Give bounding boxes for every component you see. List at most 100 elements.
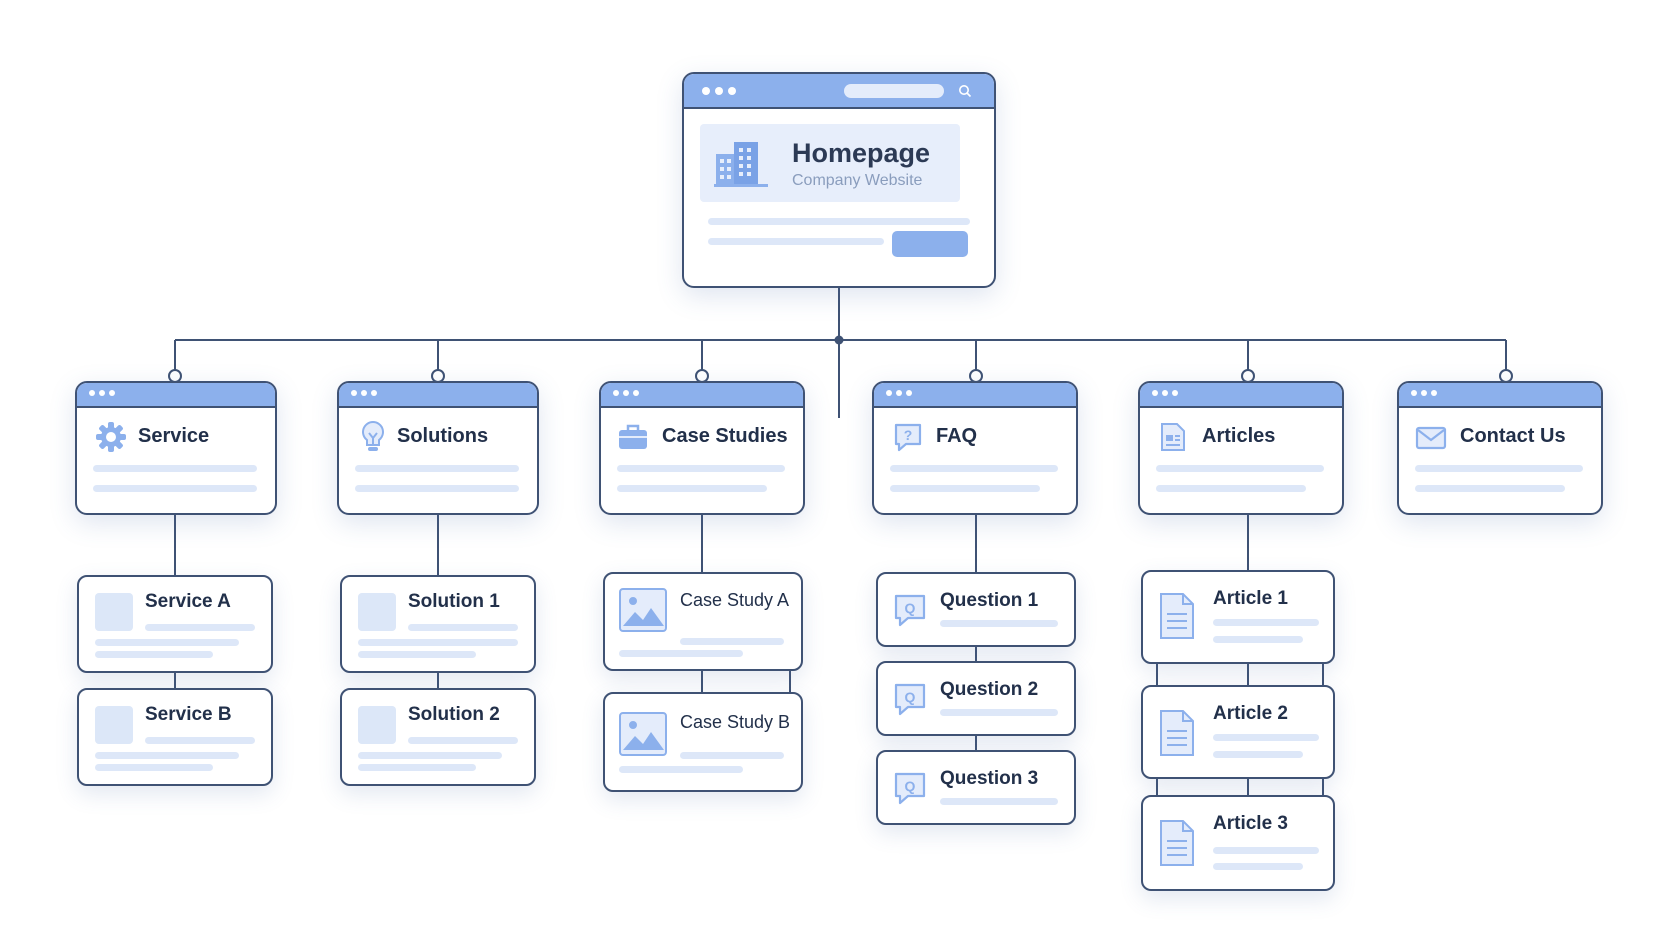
text-placeholder bbox=[1213, 619, 1319, 626]
question-bubble-icon: Q bbox=[894, 772, 926, 805]
text-placeholder bbox=[358, 651, 476, 658]
homepage-window[interactable]: Homepage Company Website bbox=[682, 72, 996, 288]
text-placeholder bbox=[93, 465, 257, 472]
svg-text:Q: Q bbox=[905, 600, 916, 616]
text-placeholder bbox=[680, 638, 784, 645]
lightbulb-icon bbox=[362, 420, 384, 451]
text-placeholder bbox=[619, 766, 743, 773]
text-placeholder bbox=[145, 624, 255, 631]
browser-bar bbox=[684, 74, 994, 109]
section-title: Service bbox=[138, 425, 210, 447]
card-title: Question 1 bbox=[940, 590, 1039, 611]
card-title: Question 3 bbox=[940, 768, 1039, 789]
building-icon bbox=[714, 142, 768, 187]
image-placeholder bbox=[358, 593, 396, 631]
question-bubble-icon: Q bbox=[894, 594, 926, 627]
text-placeholder bbox=[619, 650, 743, 657]
card-title: Article 1 bbox=[1213, 588, 1288, 609]
text-placeholder bbox=[708, 218, 970, 225]
section-faq[interactable]: ? FAQ bbox=[872, 381, 1078, 515]
window-bar bbox=[1140, 383, 1342, 408]
text-placeholder bbox=[95, 651, 213, 658]
text-placeholder bbox=[95, 639, 239, 646]
text-placeholder bbox=[355, 485, 519, 492]
envelope-icon bbox=[1415, 426, 1447, 450]
text-placeholder bbox=[1415, 465, 1583, 472]
document-icon bbox=[1160, 820, 1194, 866]
text-placeholder bbox=[940, 709, 1058, 716]
child-card-question-3[interactable]: Q Question 3 bbox=[876, 750, 1076, 825]
question-icon: ? bbox=[894, 423, 922, 452]
child-card-question-1[interactable]: Q Question 1 bbox=[876, 572, 1076, 647]
section-articles[interactable]: Articles bbox=[1138, 381, 1344, 515]
cta-button[interactable] bbox=[892, 231, 968, 257]
window-bar bbox=[339, 383, 537, 408]
text-placeholder bbox=[890, 485, 1040, 492]
card-title: Article 2 bbox=[1213, 703, 1288, 724]
section-title: FAQ bbox=[936, 425, 978, 447]
briefcase-icon bbox=[619, 424, 647, 449]
text-placeholder bbox=[940, 798, 1058, 805]
section-title: Solutions bbox=[397, 425, 489, 447]
text-placeholder bbox=[1213, 734, 1319, 741]
document-icon bbox=[1160, 710, 1194, 756]
text-placeholder bbox=[617, 485, 767, 492]
section-title: Case Studies bbox=[662, 425, 788, 447]
address-bar[interactable] bbox=[844, 84, 944, 98]
text-placeholder bbox=[1415, 485, 1565, 492]
text-placeholder bbox=[408, 624, 518, 631]
text-placeholder bbox=[940, 620, 1058, 627]
child-card-case-study-b[interactable]: Case Study B bbox=[603, 692, 803, 792]
svg-text:Q: Q bbox=[905, 689, 916, 705]
text-placeholder bbox=[358, 752, 502, 759]
text-placeholder bbox=[1213, 863, 1303, 870]
text-placeholder bbox=[93, 485, 257, 492]
text-placeholder bbox=[358, 639, 518, 646]
window-bar bbox=[874, 383, 1076, 408]
text-placeholder bbox=[617, 465, 785, 472]
child-card-case-study-a[interactable]: Case Study A bbox=[603, 572, 803, 671]
card-title: Service A bbox=[145, 591, 231, 612]
section-title: Contact Us bbox=[1460, 425, 1566, 447]
search-icon[interactable] bbox=[958, 84, 972, 98]
image-icon bbox=[619, 588, 667, 632]
page-title: Homepage bbox=[792, 138, 931, 168]
section-solutions[interactable]: Solutions bbox=[337, 381, 539, 515]
section-contact-us[interactable]: Contact Us bbox=[1397, 381, 1603, 515]
section-service[interactable]: Service bbox=[75, 381, 277, 515]
document-icon bbox=[1160, 593, 1194, 639]
image-icon bbox=[619, 712, 667, 756]
image-placeholder bbox=[358, 706, 396, 744]
text-placeholder bbox=[355, 465, 519, 472]
text-placeholder bbox=[95, 764, 213, 771]
svg-text:Q: Q bbox=[905, 778, 916, 794]
text-placeholder bbox=[680, 752, 784, 759]
section-title: Articles bbox=[1202, 425, 1276, 447]
text-placeholder bbox=[145, 737, 255, 744]
gear-icon bbox=[96, 422, 126, 452]
svg-text:?: ? bbox=[904, 427, 913, 443]
card-title: Solution 2 bbox=[408, 704, 500, 725]
child-card-solution-1[interactable]: Solution 1 bbox=[340, 575, 536, 673]
child-card-article-2[interactable]: Article 2 bbox=[1141, 685, 1335, 779]
card-title: Service B bbox=[145, 704, 232, 725]
child-card-question-2[interactable]: Q Question 2 bbox=[876, 661, 1076, 736]
child-card-service-a[interactable]: Service A bbox=[77, 575, 273, 673]
text-placeholder bbox=[1213, 636, 1303, 643]
text-placeholder bbox=[708, 238, 884, 245]
card-title: Case Study A bbox=[680, 590, 790, 610]
window-bar bbox=[601, 383, 803, 408]
text-placeholder bbox=[358, 764, 476, 771]
child-card-service-b[interactable]: Service B bbox=[77, 688, 273, 786]
newspaper-icon bbox=[1161, 423, 1185, 451]
section-case-studies[interactable]: Case Studies bbox=[599, 381, 805, 515]
child-card-article-1[interactable]: Article 1 bbox=[1141, 570, 1335, 664]
child-card-article-3[interactable]: Article 3 bbox=[1141, 795, 1335, 891]
child-card-solution-2[interactable]: Solution 2 bbox=[340, 688, 536, 786]
question-bubble-icon: Q bbox=[894, 683, 926, 716]
window-bar bbox=[77, 383, 275, 408]
text-placeholder bbox=[1213, 751, 1303, 758]
text-placeholder bbox=[890, 465, 1058, 472]
text-placeholder bbox=[1213, 847, 1319, 854]
